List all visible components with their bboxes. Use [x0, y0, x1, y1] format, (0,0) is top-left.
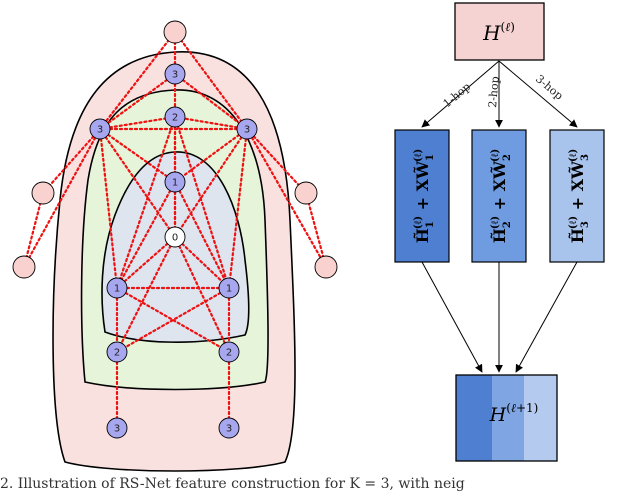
node-R1 — [218, 277, 240, 299]
node-c1 — [164, 171, 186, 193]
node-rightLeaf — [314, 255, 338, 279]
edge-r3-root — [173, 127, 249, 239]
edge-b2-R1 — [173, 115, 231, 290]
figure-canvas: 3 2 3 3 1 0 1 1 2 2 3 3 H(ℓ) 1-hop 2-hop 3-hop H̃1(… — [12, 2, 605, 472]
node-label-root: 0 — [172, 233, 178, 244]
edge-r3-rightArm — [245, 127, 308, 195]
edge-r3-b2 — [173, 115, 249, 131]
branch-box-1 — [394, 129, 450, 263]
edge-l3-L1 — [98, 127, 119, 290]
edge-l3-leftLeaf — [22, 127, 102, 269]
branch-formula-2: H̃2(ℓ) + XW̃2(ℓ) — [490, 149, 513, 243]
hop-label-3: 3-hop — [533, 72, 565, 102]
edge-r3-R1 — [227, 127, 249, 290]
edge-root-L2 — [115, 235, 177, 354]
edge-l3-c1 — [98, 127, 177, 184]
edge-root-R1 — [173, 235, 231, 290]
edge-leftArm-leftLeaf — [22, 191, 45, 269]
node-label-R3: 3 — [226, 424, 232, 435]
figure-caption: 2. Illustration of RS-Net feature constr… — [0, 476, 465, 492]
node-label-R2: 2 — [226, 348, 232, 359]
edge-l3-b2 — [98, 115, 177, 131]
branches-group: H̃1(ℓ) + XW̃1(ℓ) H̃2(ℓ) + XW̃2(ℓ) H̃3(ℓ) +… — [394, 129, 605, 263]
arrow-1hop — [421, 60, 500, 128]
edge-rightArm-rightLeaf — [304, 191, 328, 269]
branch-formula-3: H̃3(ℓ) + XW̃3(ℓ) — [568, 149, 591, 243]
edge-root-R2 — [173, 235, 231, 354]
edge-r3-rightLeaf — [245, 127, 328, 269]
node-rightArm — [294, 181, 318, 205]
node-leftLeaf — [12, 255, 36, 279]
node-r3 — [236, 118, 258, 140]
input-box — [454, 2, 545, 61]
node-L2 — [106, 341, 128, 363]
node-label-r3: 3 — [244, 125, 250, 136]
edges-group — [22, 30, 328, 430]
arrow-branch3-to-output — [515, 261, 578, 373]
node-R2 — [218, 341, 240, 363]
node-label-R1: 1 — [226, 284, 232, 295]
arrow-3hop — [498, 60, 578, 128]
branch-box-2 — [471, 129, 527, 263]
edge-root-L1 — [115, 235, 177, 290]
arrow-branch1-to-output — [421, 261, 483, 373]
node-top — [163, 20, 187, 44]
edge-l3-leftArm — [41, 127, 102, 195]
output-box: H(ℓ+1) — [455, 374, 558, 462]
node-label-L2: 2 — [114, 348, 120, 359]
node-label-a3: 3 — [172, 70, 178, 81]
node-label-L1: 1 — [114, 284, 120, 295]
hop-label-1: 1-hop — [441, 80, 473, 110]
edge-a3-l3 — [98, 72, 177, 131]
edge-top-l3 — [98, 30, 177, 131]
node-label-l3: 3 — [97, 125, 103, 136]
edge-b2-L1 — [115, 115, 177, 290]
node-label-b2: 2 — [172, 113, 178, 124]
node-L3 — [106, 417, 128, 439]
node-L1 — [106, 277, 128, 299]
edge-R1-L2 — [115, 286, 231, 354]
edge-a3-r3 — [173, 72, 249, 131]
node-label-L3: 3 — [114, 424, 120, 435]
node-leftArm — [31, 181, 55, 205]
edge-top-r3 — [173, 30, 249, 131]
edge-c1-L1 — [115, 180, 177, 290]
branch-formula-1: H̃1(ℓ) + XW̃1(ℓ) — [413, 149, 436, 243]
node-l3 — [89, 118, 111, 140]
edge-c1-R1 — [173, 180, 231, 290]
pipeline-diagram: H(ℓ) 1-hop 2-hop 3-hop H̃1(ℓ) + XW̃1(ℓ)H… — [394, 2, 605, 462]
node-root — [164, 226, 186, 248]
nodes-group: 3 2 3 3 1 0 1 1 2 2 3 3 — [12, 20, 338, 439]
edge-r3-c1 — [173, 127, 249, 184]
node-a3 — [164, 63, 186, 85]
node-b2 — [164, 106, 186, 128]
node-R3 — [218, 417, 240, 439]
edge-l3-root — [98, 127, 177, 239]
node-label-c1: 1 — [172, 178, 178, 189]
neighborhood-graph: 3 2 3 3 1 0 1 1 2 2 3 3 — [12, 20, 338, 472]
hop-label-2: 2-hop — [486, 76, 502, 108]
